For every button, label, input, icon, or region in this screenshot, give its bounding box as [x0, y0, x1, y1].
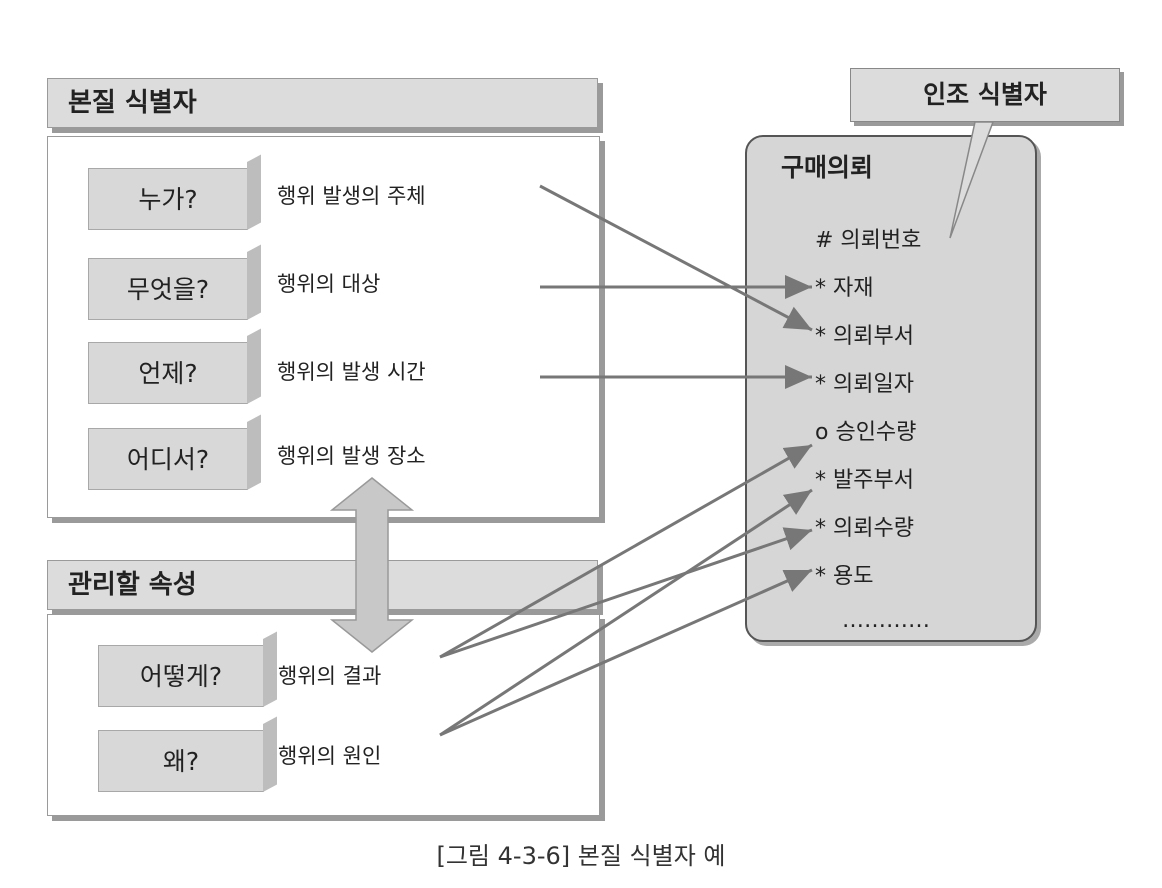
question-label: 무엇을? [126, 275, 210, 304]
question-block-why: 왜? [98, 730, 264, 792]
question-label: 누가? [138, 185, 198, 214]
arrow-why-to-usage [439, 568, 813, 737]
question-label: 왜? [162, 747, 200, 776]
arrow-why-to-order-dept [439, 488, 813, 737]
essential-identifier-header: 본질 식별자 [47, 78, 598, 128]
attribute-item: * 의뢰수량 [815, 516, 914, 541]
question-block-how: 어떻게? [98, 645, 264, 707]
attribute-item: o 승인수량 [815, 420, 917, 445]
arrow-who-to-dept [539, 184, 813, 332]
double-headed-arrow [329, 477, 415, 653]
row-description: 행위의 대상 [277, 272, 381, 296]
attribute-item: * 발주부서 [815, 468, 914, 493]
arrow-how-to-quantity [439, 527, 813, 659]
row-description: 행위의 결과 [278, 664, 382, 688]
row-description: 행위의 원인 [278, 744, 382, 768]
question-block-what: 무엇을? [88, 258, 248, 320]
question-label: 어디서? [126, 445, 210, 474]
figure-caption: [그림 4-3-6] 본질 식별자 예 [436, 842, 726, 870]
question-block-when: 언제? [88, 342, 248, 404]
essential-identifier-title: 본질 식별자 [68, 88, 197, 118]
attribute-item: ………… [842, 608, 930, 633]
question-label: 언제? [138, 359, 198, 388]
attribute-item: * 용도 [815, 564, 874, 589]
attribute-item: * 의뢰부서 [815, 324, 914, 349]
attribute-item: * 의뢰일자 [815, 372, 914, 397]
question-block-where: 어디서? [88, 428, 248, 490]
arrow-how-to-approved [439, 443, 813, 659]
entity-title: 구매의뢰 [781, 153, 874, 182]
attribute-item: * 자재 [815, 276, 874, 301]
callout-pointer [949, 121, 995, 239]
row-description: 행위 발생의 주체 [277, 184, 426, 208]
attribute-item: # 의뢰번호 [815, 228, 922, 253]
question-block-who: 누가? [88, 168, 248, 230]
managed-attribute-title: 관리할 속성 [68, 570, 197, 600]
callout-label: 인조 식별자 [923, 80, 1047, 109]
question-label: 어떻게? [139, 662, 223, 691]
row-description: 행위의 발생 장소 [277, 444, 426, 468]
managed-attribute-header: 관리할 속성 [47, 560, 598, 610]
row-description: 행위의 발생 시간 [277, 360, 426, 384]
